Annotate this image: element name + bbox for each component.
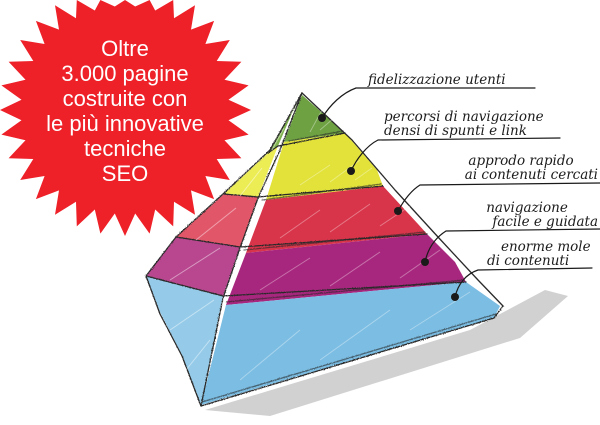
level-4-left [146, 237, 240, 296]
level-3-left [176, 194, 258, 247]
badge-line: le più innovative [46, 111, 204, 136]
level-label-3: approdo rapido ai contenuti cercati [464, 153, 598, 183]
pyramid-outline [145, 92, 504, 407]
level-label-2: percorsi di navigazione densi di spunti … [384, 109, 544, 139]
badge-text: Oltre 3.000 pagine costruite con le più … [20, 36, 230, 186]
pyramid-left-face [146, 95, 302, 405]
left-face-hatching [169, 127, 285, 371]
leader-lines [321, 87, 600, 298]
badge-line: SEO [101, 161, 149, 186]
badge-line: costruite con [62, 86, 188, 111]
level-label-4: navigazione facile e guidata [486, 200, 598, 230]
level-5-left [146, 276, 223, 405]
level-4-right [226, 234, 466, 305]
level-label-5: enorme mole di contenuti [487, 239, 591, 269]
badge-line: 3.000 pagine [61, 61, 189, 86]
badge-line: tecniche [84, 136, 166, 161]
level-2-left [224, 146, 278, 197]
level-1-right [284, 95, 345, 142]
level-label-1: fidelizzazione utenti [368, 72, 506, 88]
pyramid-hatching [239, 109, 471, 381]
level-2-right [266, 133, 383, 200]
pyramid-shadow [205, 290, 568, 416]
starburst-badge [0, 0, 251, 236]
level-5-right [201, 282, 500, 405]
badge-line: Oltre [101, 36, 149, 61]
